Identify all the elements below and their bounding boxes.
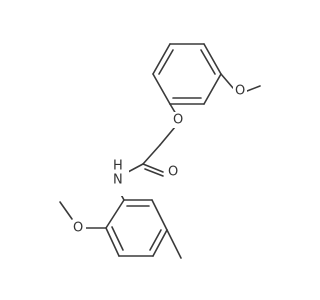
bond bbox=[203, 73, 222, 105]
atom-bg bbox=[164, 164, 180, 180]
atom-bg bbox=[233, 83, 247, 99]
bond bbox=[166, 229, 182, 259]
bond bbox=[246, 85, 261, 92]
bond bbox=[127, 163, 144, 173]
atom-n-amide: N bbox=[113, 173, 123, 188]
atom-bg bbox=[171, 112, 185, 128]
bond bbox=[142, 144, 161, 165]
atom-o-ether: O bbox=[173, 113, 183, 128]
bond bbox=[151, 199, 168, 231]
bond bbox=[105, 199, 125, 229]
bond bbox=[149, 229, 162, 251]
bond bbox=[152, 43, 171, 75]
bond bbox=[144, 168, 164, 177]
bond bbox=[152, 73, 171, 105]
atom-bg bbox=[111, 168, 129, 196]
atom-bg bbox=[72, 220, 86, 236]
molecule-diagram: O O O N H O bbox=[59, 43, 261, 259]
bond bbox=[158, 49, 174, 75]
bond bbox=[203, 43, 222, 75]
bonds bbox=[59, 43, 261, 259]
bond bbox=[105, 227, 120, 257]
atom-o-methoxy-bottom: O bbox=[73, 221, 83, 236]
bond bbox=[152, 229, 168, 257]
bond bbox=[220, 73, 234, 89]
atom-o-methoxy-top: O bbox=[235, 84, 245, 99]
atom-labels: O O O N H O bbox=[72, 83, 247, 236]
bond bbox=[111, 226, 124, 251]
bond bbox=[159, 126, 176, 146]
atom-o-carbonyl: O bbox=[168, 165, 178, 180]
bond bbox=[142, 163, 164, 173]
atom-h-amide: H bbox=[113, 159, 123, 174]
bond bbox=[59, 201, 73, 220]
bond bbox=[200, 49, 216, 75]
